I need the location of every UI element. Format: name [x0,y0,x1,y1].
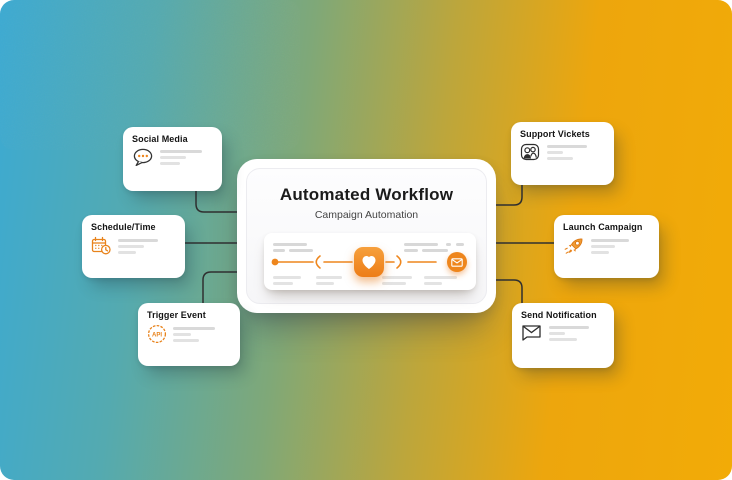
api-badge-icon: API [147,324,167,344]
card-label: Support Vickets [520,129,590,139]
skeleton-line [404,249,418,252]
envelope-icon [521,324,543,342]
chevron-left-icon [315,255,321,269]
skeleton-line [382,282,406,285]
card-support-vickets: Support Vickets [511,122,614,185]
skeleton-line [424,282,442,285]
timeline-track [271,255,445,269]
timeline-slider-handle [437,259,445,265]
skeleton-lines [591,239,629,254]
skeleton-line [316,276,342,279]
card-label: Send Notification [521,310,597,320]
skeleton-line [273,276,301,279]
skeleton-lines [118,238,158,254]
card-label: Launch Campaign [563,222,643,232]
skeleton-line [404,243,438,246]
skeleton-line [273,282,293,285]
timeline-start-dot [271,258,279,266]
workflow-timeline-strip [264,233,476,290]
skeleton-line [422,249,448,252]
card-send-notification: Send Notification [512,303,614,368]
rocket-icon [563,236,585,257]
calendar-clock-icon [91,236,112,256]
mail-icon [447,252,467,272]
heart-icon [354,247,384,277]
panel-subtitle: Campaign Automation [314,209,419,221]
center-panel-inner: Automated Workflow Campaign Automation [246,168,487,304]
skeleton-lines [173,326,215,342]
chevron-right-icon [396,255,402,269]
svg-text:API: API [152,332,162,338]
skeleton-lines [549,325,589,341]
skeleton-line [456,243,464,246]
support-agents-icon [520,143,541,162]
skeleton-lines [160,150,202,165]
card-label: Trigger Event [147,310,206,320]
center-panel: Automated Workflow Campaign Automation [237,159,496,313]
card-launch-campaign: Launch Campaign [554,215,659,278]
panel-title: Automated Workflow [279,185,454,204]
card-schedule-time: Schedule/Time [82,215,185,278]
card-label: Schedule/Time [91,222,156,232]
skeleton-line [446,243,451,246]
skeleton-line [316,282,334,285]
card-social-media: Social Media [123,127,222,191]
skeleton-line [273,249,285,252]
speech-bubble-icon [132,148,154,167]
skeleton-line [273,243,307,246]
skeleton-lines [547,145,587,160]
skeleton-line [424,276,457,279]
card-trigger-event: Trigger Event API [138,303,240,366]
skeleton-line [382,276,412,279]
skeleton-line [289,249,313,252]
card-label: Social Media [132,134,188,144]
